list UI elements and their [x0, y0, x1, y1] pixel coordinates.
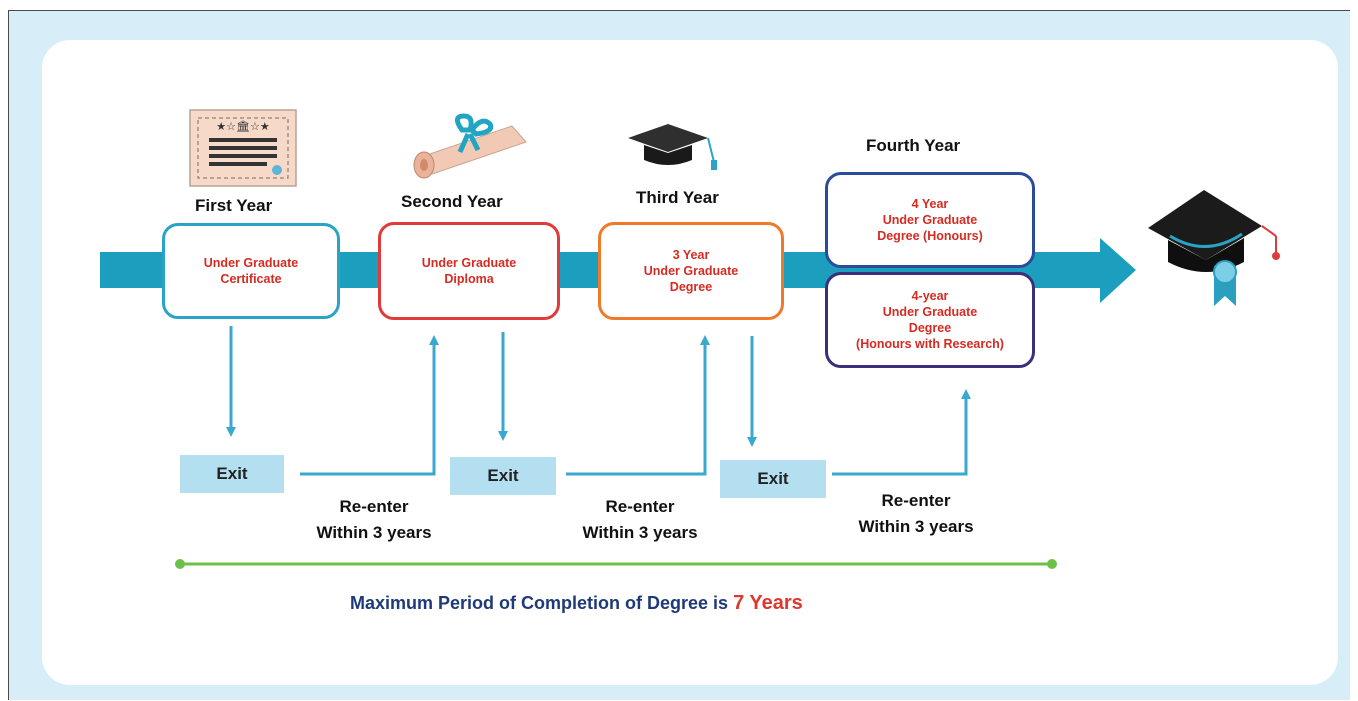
year-label-1: First Year [195, 196, 273, 215]
stage-box-honours: 4 Year Under Graduate Degree (Honours) [825, 172, 1035, 268]
year-label-3: Third Year [636, 188, 719, 207]
reenter-label-1: Re-enter Within 3 years [300, 494, 448, 547]
reenter-label-2: Re-enter Within 3 years [566, 494, 714, 547]
year-label-4: Fourth Year [866, 136, 961, 155]
stage-box-certificate: Under Graduate Certificate [162, 223, 340, 319]
completion-timeline [175, 559, 1057, 569]
completion-caption-text: Maximum Period of Completion of Degree i… [350, 593, 734, 613]
graduation-cap-medal-icon [1148, 190, 1280, 306]
completion-caption-highlight: 7 Years [733, 592, 803, 614]
exit-arrows [226, 326, 757, 447]
reenter-path-3 [832, 389, 971, 476]
stage-box-diploma: Under Graduate Diploma [378, 222, 560, 320]
reenter-connectors [300, 335, 971, 476]
exit-box-2: Exit [450, 457, 556, 495]
stage-box-degree-3yr: 3 Year Under Graduate Degree [598, 222, 784, 320]
reenter-label-3: Re-enter Within 3 years [842, 488, 990, 541]
diploma-scroll-icon [413, 113, 527, 179]
reenter-path-1 [300, 335, 439, 476]
reenter-line2: Within 3 years [316, 523, 432, 543]
graduation-cap-icon [628, 124, 717, 170]
year-label-2: Second Year [401, 192, 503, 211]
stage-box-honours-research: 4-year Under Graduate Degree (Honours wi… [825, 272, 1035, 368]
reenter-path-2 [566, 335, 710, 476]
svg-text:★☆🏛☆★: ★☆🏛☆★ [216, 120, 270, 133]
reenter-line2: Within 3 years [582, 523, 698, 543]
completion-caption: Maximum Period of Completion of Degree i… [350, 592, 803, 615]
reenter-line1: Re-enter [881, 491, 951, 510]
reenter-line1: Re-enter [339, 497, 409, 516]
reenter-line2: Within 3 years [858, 517, 974, 537]
reenter-line1: Re-enter [605, 497, 675, 516]
exit-box-3: Exit [720, 460, 826, 498]
exit-box-1: Exit [180, 455, 284, 493]
certificate-icon: ★☆🏛☆★ [189, 109, 297, 187]
